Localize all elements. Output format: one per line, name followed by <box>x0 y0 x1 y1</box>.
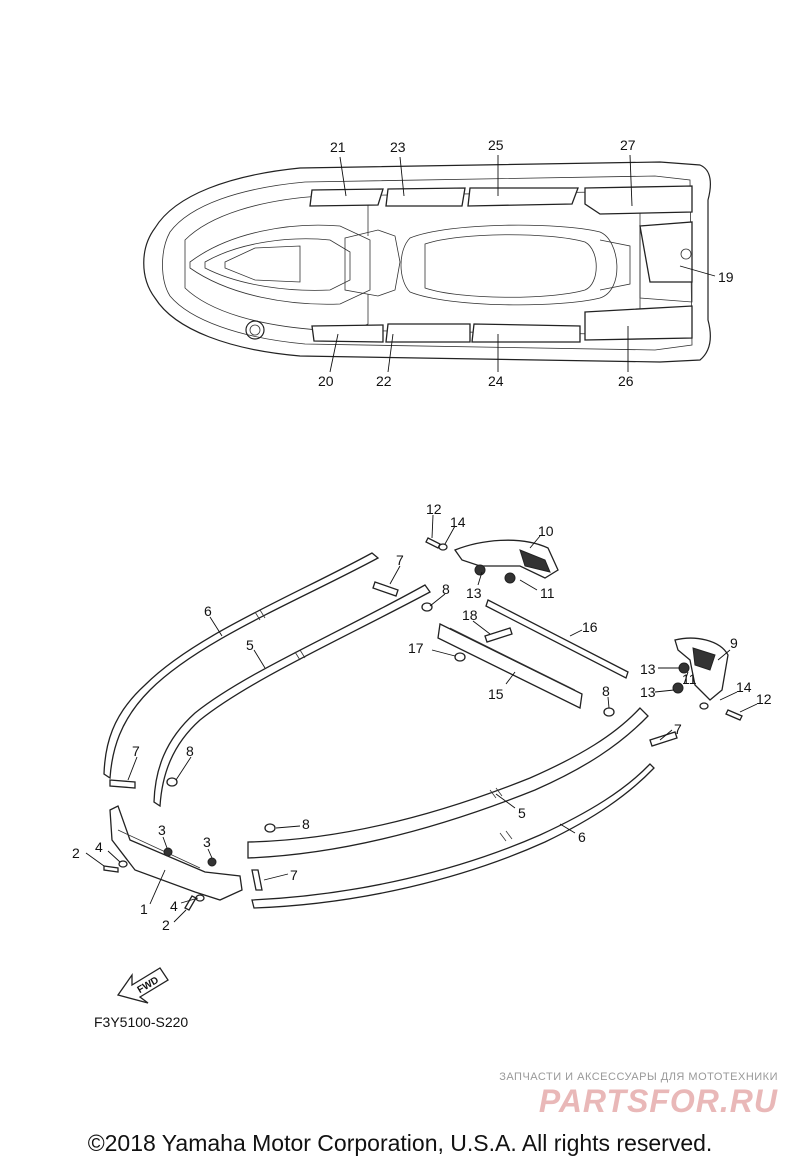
right-strip-6 <box>251 763 655 909</box>
callout-label: 5 <box>246 637 254 653</box>
callout-label: 3 <box>158 822 166 838</box>
mat-23 <box>385 187 466 207</box>
bracket-10 <box>453 539 559 579</box>
callouts: 21 23 25 27 19 20 22 24 26 12 14 10 7 8 … <box>72 137 772 933</box>
mat-26 <box>584 305 693 341</box>
callout-label: 20 <box>318 373 334 389</box>
callout-label: 6 <box>204 603 212 619</box>
fwd-label: FWD <box>136 975 161 996</box>
exploded-leaders <box>85 514 758 923</box>
part-code: F3Y5100-S220 <box>94 1014 189 1030</box>
mat-21 <box>309 188 384 207</box>
callout-label: 4 <box>170 898 178 914</box>
hull-top-view <box>143 161 711 363</box>
mat-24 <box>471 323 581 343</box>
mat-25 <box>467 187 579 207</box>
callout-label: 11 <box>682 671 697 687</box>
callout-label: 11 <box>540 585 555 601</box>
callout-label: 25 <box>488 137 504 153</box>
callout-label: 7 <box>290 867 298 883</box>
front-bracket-1 <box>109 805 243 901</box>
callout-label: 7 <box>132 743 140 759</box>
callout-label: 13 <box>640 661 656 677</box>
callout-label: 23 <box>390 139 406 155</box>
callout-label: 17 <box>408 640 424 656</box>
callout-label: 5 <box>518 805 526 821</box>
callout-label: 7 <box>396 552 404 568</box>
callout-label: 12 <box>756 691 772 707</box>
callout-label: 24 <box>488 373 504 389</box>
callout-label: 21 <box>330 139 346 155</box>
callout-label: 27 <box>620 137 636 153</box>
callout-label: 12 <box>426 501 442 517</box>
callout-label: 16 <box>582 619 598 635</box>
nuts <box>163 564 690 867</box>
inner-strip-16 <box>485 599 629 679</box>
callout-label: 7 <box>674 721 682 737</box>
left-rail-5 <box>153 584 431 808</box>
callout-label: 14 <box>450 514 466 530</box>
watermark-logo: PARTSFOR.RU <box>538 1083 778 1119</box>
callout-label: 13 <box>640 684 656 700</box>
callout-label: 22 <box>376 373 392 389</box>
left-strip-6 <box>103 552 380 780</box>
callout-label: 8 <box>602 683 610 699</box>
callout-label: 19 <box>718 269 734 285</box>
exploded-view <box>103 537 743 911</box>
watermark-tagline: ЗАПЧАСТИ И АКСЕССУАРЫ ДЛЯ МОТОТЕХНИКИ <box>499 1071 778 1083</box>
callout-label: 18 <box>462 607 478 623</box>
callout-label: 8 <box>302 816 310 832</box>
bracket-9 <box>674 637 729 701</box>
mat-22 <box>385 323 471 343</box>
callout-label: 4 <box>95 839 103 855</box>
right-rail-5 <box>247 707 649 859</box>
callout-label: 8 <box>186 743 194 759</box>
callout-label: 15 <box>488 686 504 702</box>
callout-label: 2 <box>72 845 80 861</box>
callout-label: 2 <box>162 917 170 933</box>
copyright-footer: ©2018 Yamaha Motor Corporation, U.S.A. A… <box>87 1130 713 1156</box>
washers <box>118 543 709 902</box>
callout-label: 14 <box>736 679 752 695</box>
callout-label: 8 <box>442 581 450 597</box>
mat-27 <box>584 185 693 215</box>
callout-label: 26 <box>618 373 634 389</box>
callout-label: 13 <box>466 585 482 601</box>
top-leaders <box>329 154 716 373</box>
callout-label: 6 <box>578 829 586 845</box>
mat-19 <box>639 221 693 283</box>
callout-label: 9 <box>730 635 738 651</box>
inner-rail-15 <box>437 623 583 709</box>
mat-20 <box>311 324 384 343</box>
callout-label: 1 <box>140 901 148 917</box>
rivets <box>109 581 678 891</box>
callout-label: 10 <box>538 523 554 539</box>
callout-label: 3 <box>203 834 211 850</box>
fwd-arrow-icon: FWD <box>116 967 169 1004</box>
